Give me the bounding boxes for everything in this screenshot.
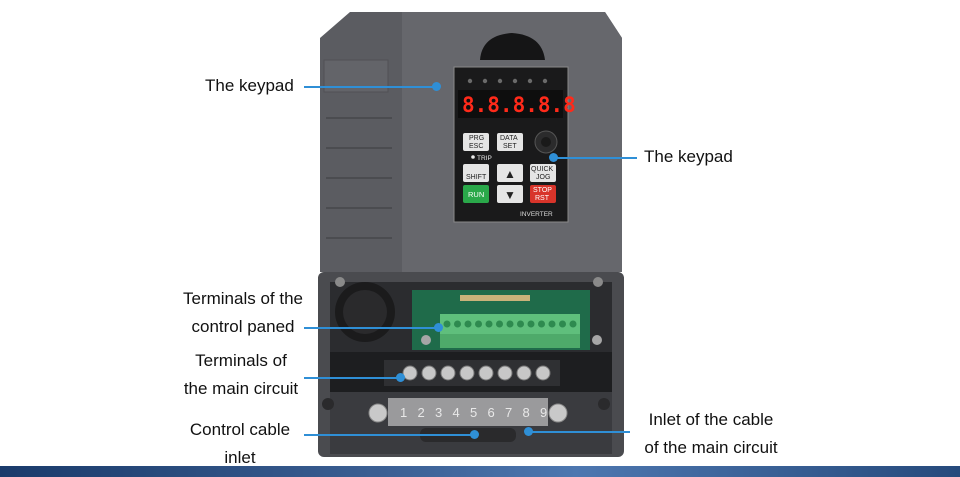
- indicator-led: [482, 78, 488, 84]
- svg-text:▲: ▲: [504, 167, 516, 181]
- svg-text:RUN: RUN: [468, 190, 484, 199]
- svg-text:PRG: PRG: [469, 135, 484, 142]
- control-terminal-screw: [548, 320, 556, 328]
- keypad-panel: 8.8.8.8.8 PRG ESC DATA SET TRIP SHIFT ▲ …: [453, 66, 576, 223]
- leader-control-terminals: [304, 327, 438, 329]
- quick-jog-button[interactable]: [530, 164, 556, 182]
- main-terminal-screw: [459, 365, 475, 381]
- control-terminal-screw: [475, 320, 482, 328]
- up-button[interactable]: [497, 164, 523, 182]
- terminal-number: 8: [523, 405, 530, 420]
- main-terminal-screw: [421, 365, 437, 381]
- indicator-led: [512, 78, 518, 84]
- data-set-button[interactable]: [497, 133, 523, 151]
- leader-keypad-right: [553, 157, 637, 159]
- main-terminal-screw: [535, 365, 551, 381]
- indicator-led: [542, 78, 548, 84]
- terminal-number: 2: [418, 405, 425, 420]
- main-terminal-screw: [478, 365, 494, 381]
- stop-rst-button[interactable]: [530, 185, 556, 203]
- control-terminal-screw: [527, 320, 535, 328]
- control-terminal-screw: [538, 320, 545, 328]
- label-control-inlet-2: inlet: [224, 448, 256, 467]
- leader-control-inlet: [304, 434, 474, 436]
- leader-main-terminals: [304, 377, 400, 379]
- shift-button[interactable]: [463, 164, 489, 182]
- terminal-number: 9: [540, 405, 547, 420]
- leader-keypad-left: [304, 86, 436, 88]
- label-control-inlet-1: Control cable: [189, 420, 291, 439]
- control-terminal-screw: [496, 320, 503, 328]
- svg-text:ESC: ESC: [469, 143, 483, 150]
- terminal-number: 3: [435, 405, 442, 420]
- control-terminal-screw: [443, 320, 451, 328]
- label-control-terminals-2: control paned: [191, 317, 295, 336]
- main-terminal-screw: [516, 365, 532, 381]
- indicator-led: [527, 78, 533, 84]
- terminal-number: 5: [470, 405, 477, 420]
- svg-text:SET: SET: [503, 143, 517, 150]
- marker-main-inlet: [524, 427, 533, 436]
- svg-text:▼: ▼: [504, 188, 516, 202]
- marker-main-terminals: [396, 373, 405, 382]
- terminal-number: 4: [453, 405, 460, 420]
- marker-keypad-right: [549, 153, 558, 162]
- svg-text:JOG: JOG: [536, 174, 550, 181]
- control-terminal-screw: [559, 320, 566, 328]
- indicator-led: [467, 78, 473, 84]
- led-display: 8.8.8.8.8: [462, 93, 576, 117]
- svg-text:STOP: STOP: [533, 187, 552, 194]
- label-main-inlet-2: of the main circuit: [644, 438, 778, 457]
- prg-esc-button[interactable]: [463, 133, 489, 151]
- marker-keypad-left: [432, 82, 441, 91]
- control-terminal-screw: [464, 320, 472, 328]
- terminal-number-strip: [388, 398, 548, 426]
- terminal-number: 1: [400, 405, 407, 420]
- svg-text:RST: RST: [535, 195, 550, 202]
- main-terminal-screw: [497, 365, 513, 381]
- keypad-brand: INVERTER: [520, 211, 553, 218]
- svg-text:SHIFT: SHIFT: [466, 174, 487, 181]
- terminal-number: 6: [488, 405, 495, 420]
- indicator-led: [497, 78, 503, 84]
- control-terminal-screw: [569, 320, 577, 328]
- label-main-terminals-2: the main circuit: [183, 379, 299, 398]
- control-terminal-screw: [506, 320, 514, 328]
- main-terminal-screw: [440, 365, 456, 381]
- main-terminal-screw: [402, 365, 418, 381]
- label-main-terminals-1: Terminals of: [195, 351, 287, 370]
- svg-text:QUICK: QUICK: [531, 166, 554, 173]
- control-terminal-screw: [517, 320, 524, 328]
- down-button[interactable]: [497, 185, 523, 203]
- run-button[interactable]: [463, 185, 489, 203]
- leader-main-inlet: [528, 431, 630, 433]
- control-terminal-screw: [485, 320, 493, 328]
- svg-text:TRIP: TRIP: [477, 155, 492, 162]
- terminal-number: 7: [505, 405, 512, 420]
- svg-text:DATA: DATA: [500, 135, 518, 142]
- label-keypad-left: The keypad: [205, 76, 294, 95]
- marker-control-inlet: [470, 430, 479, 439]
- bottom-decorative-strip: [0, 466, 960, 477]
- label-control-terminals-1: Terminals of the: [183, 289, 303, 308]
- marker-control-terminals: [434, 323, 443, 332]
- control-terminal-screw: [454, 320, 461, 328]
- label-keypad-right: The keypad: [644, 147, 733, 166]
- label-main-inlet-1: Inlet of the cable: [648, 410, 774, 429]
